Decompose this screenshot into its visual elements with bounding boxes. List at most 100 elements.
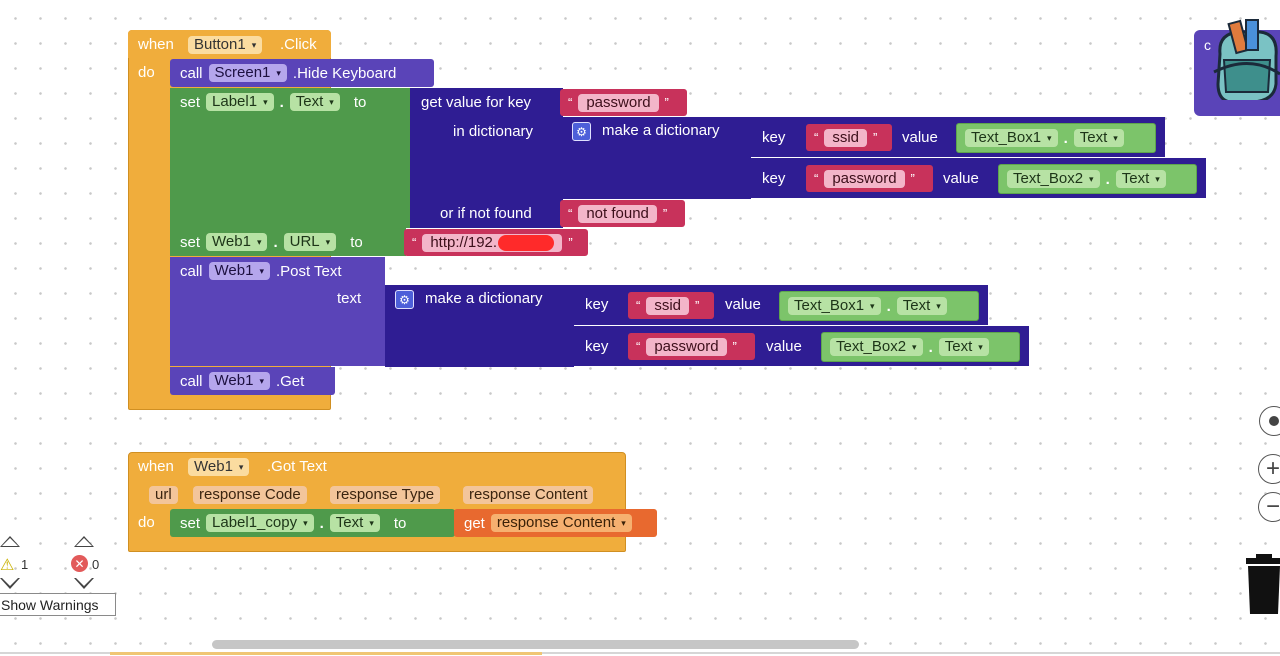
text-value[interactable]: not found [578, 204, 657, 223]
text-block-password[interactable]: “ password ” [628, 333, 755, 360]
open-quote: “ [412, 235, 417, 250]
property-dropdown[interactable]: URL▾ [283, 233, 337, 251]
set-web1-url-block[interactable]: set Web1▾ . URL▾ to [170, 228, 406, 256]
component-name: Text_Box2 [1013, 170, 1084, 187]
make-dictionary-block-1[interactable] [563, 117, 751, 199]
component-name: Web1 [212, 233, 251, 250]
key-label: key [585, 296, 609, 313]
plus-icon[interactable]: + [1258, 454, 1280, 484]
component-name: Screen1 [214, 64, 271, 81]
component-dropdown[interactable]: Screen1▾ [208, 64, 287, 82]
prev-error-arrow[interactable] [74, 536, 94, 547]
or-if-not-found-label: or if not found [440, 205, 532, 222]
chevron-down-icon: ▾ [329, 97, 334, 107]
prev-warning-arrow[interactable] [0, 536, 20, 547]
open-quote: “ [636, 298, 641, 313]
url-text: http://192. [430, 233, 498, 251]
chevron-down-icon: ▾ [238, 462, 244, 472]
call-web1-get-block[interactable]: call Web1▾ .Get [170, 367, 335, 395]
key-label: key [762, 170, 786, 187]
bottom-accent [110, 652, 542, 655]
get-value-for-key-block[interactable] [410, 88, 563, 228]
text-value[interactable]: password [646, 337, 727, 356]
call-hide-keyboard-block[interactable]: call Screen1▾ .Hide Keyboard [170, 59, 434, 87]
component-dropdown[interactable]: Text_Box2▾ [830, 338, 923, 356]
gear-icon[interactable]: ⚙ [395, 290, 414, 309]
getter-textbox1-text[interactable]: Text_Box1▾ . Text▾ [779, 291, 979, 321]
component-dropdown[interactable]: Web1▾ [208, 372, 270, 390]
next-error-arrow[interactable] [74, 578, 94, 589]
property-dropdown[interactable]: Text▾ [1073, 129, 1124, 147]
param-response-type[interactable]: response Type [330, 486, 441, 504]
component-name: Text_Box1 [971, 129, 1042, 146]
component-name: Label1_copy [212, 514, 298, 531]
trash-icon[interactable] [1244, 552, 1280, 616]
call-post-text-block[interactable] [170, 257, 385, 366]
text-block-password[interactable]: “ password ” [560, 89, 687, 116]
text-block-ssid[interactable]: “ ssid ” [806, 124, 892, 151]
chevron-down-icon: ▾ [259, 266, 264, 276]
param-response-content[interactable]: response Content [463, 486, 594, 504]
gear-icon[interactable]: ⚙ [572, 122, 591, 141]
text-value[interactable]: ssid [824, 128, 868, 147]
set-label1-copy-text-block[interactable]: set Label1_copy▾ . Text▾ to [170, 509, 455, 537]
component-dropdown[interactable]: Text_Box1▾ [965, 129, 1058, 147]
component-dropdown[interactable]: Web1▾ [188, 458, 250, 476]
backpack-icon[interactable] [1210, 14, 1280, 100]
set-label: set [180, 93, 201, 111]
call-label: call [180, 262, 203, 280]
close-quote: ” [695, 298, 700, 313]
dot-separator: . [886, 297, 891, 315]
make-dictionary-block-2[interactable] [385, 285, 574, 367]
getter-textbox2-text[interactable]: Text_Box2▾ . Text▾ [821, 332, 1020, 362]
property-dropdown[interactable]: Text▾ [289, 93, 340, 111]
param-response-code[interactable]: response Code [193, 486, 307, 504]
get-response-content-block[interactable]: get response Content▾ [454, 509, 657, 537]
component-dropdown[interactable]: Web1▾ [208, 262, 270, 280]
component-dropdown[interactable]: Label1_copy▾ [206, 514, 314, 532]
to-label: to [350, 233, 363, 251]
crosshair-icon[interactable] [1259, 406, 1280, 436]
text-block-not-found[interactable]: “ not found ” [560, 200, 685, 227]
horizontal-scrollbar[interactable] [212, 640, 859, 649]
when-label: when [138, 458, 174, 475]
chevron-down-icon: ▾ [259, 376, 264, 386]
property-dropdown[interactable]: Text▾ [896, 297, 947, 315]
close-quote: ” [568, 235, 573, 250]
text-block-url[interactable]: “ http://192. ” [404, 229, 588, 256]
to-label: to [353, 93, 367, 111]
component-dropdown[interactable]: Button1▾ [188, 36, 263, 54]
text-value[interactable]: password [824, 169, 905, 188]
text-block-password[interactable]: “ password ” [806, 165, 933, 192]
component-dropdown[interactable]: Text_Box2▾ [1007, 170, 1100, 188]
param-url[interactable]: url [149, 486, 178, 504]
open-quote: “ [814, 171, 819, 186]
call-label: call [180, 372, 203, 390]
dot-separator: . [279, 93, 284, 111]
make-dictionary-label: make a dictionary [425, 290, 543, 307]
show-warnings-button[interactable]: Show Warnings [0, 593, 116, 616]
warning-triangle-icon: ⚠ [0, 557, 15, 574]
chevron-down-icon: ▾ [325, 237, 331, 247]
dot-separator: . [928, 338, 933, 356]
getter-textbox2-text[interactable]: Text_Box2▾ . Text▾ [998, 164, 1197, 194]
backpack-flyout[interactable]: c [1194, 19, 1280, 116]
component-dropdown[interactable]: Label1▾ [206, 93, 274, 111]
next-warning-arrow[interactable] [0, 578, 20, 589]
text-value[interactable]: ssid [646, 296, 690, 315]
value-label: value [725, 296, 761, 313]
set-label1-text-block[interactable] [170, 88, 410, 228]
component-dropdown[interactable]: Text_Box1▾ [788, 297, 881, 315]
property-dropdown[interactable]: Text▾ [938, 338, 989, 356]
text-block-ssid[interactable]: “ ssid ” [628, 292, 714, 319]
property-dropdown[interactable]: Text▾ [329, 514, 380, 532]
text-param-label: text [337, 290, 362, 307]
text-value[interactable]: http://192. [422, 233, 563, 252]
text-value[interactable]: password [578, 93, 659, 112]
component-dropdown[interactable]: Web1▾ [206, 233, 268, 251]
getter-textbox1-text[interactable]: Text_Box1▾ . Text▾ [956, 123, 1156, 153]
minus-icon[interactable]: − [1258, 492, 1280, 522]
property-name: Text [1079, 129, 1108, 146]
variable-dropdown[interactable]: response Content▾ [490, 514, 632, 532]
property-dropdown[interactable]: Text▾ [1115, 170, 1166, 188]
